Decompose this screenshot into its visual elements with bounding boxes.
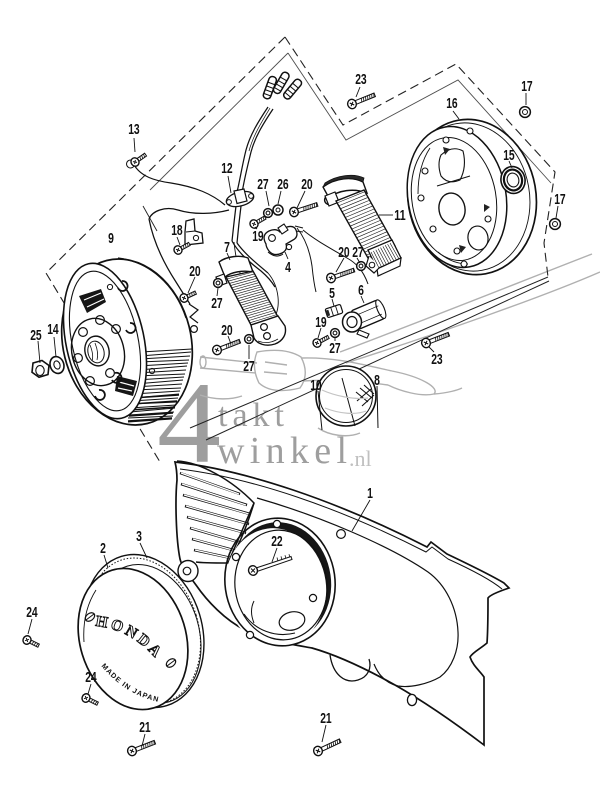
svg-text:22: 22 — [271, 534, 283, 550]
svg-text:27: 27 — [257, 177, 269, 193]
svg-text:27: 27 — [329, 341, 341, 357]
svg-text:13: 13 — [128, 122, 140, 138]
svg-text:19: 19 — [252, 229, 264, 245]
svg-text:23: 23 — [355, 72, 367, 88]
svg-text:3: 3 — [136, 529, 142, 545]
svg-text:27: 27 — [352, 245, 364, 261]
svg-text:16: 16 — [446, 96, 458, 112]
svg-text:2: 2 — [100, 541, 106, 557]
svg-text:10: 10 — [310, 378, 322, 394]
svg-text:winkel: winkel — [217, 430, 347, 472]
svg-text:27: 27 — [243, 359, 255, 375]
svg-text:12: 12 — [221, 161, 233, 177]
svg-text:21: 21 — [320, 711, 332, 727]
svg-text:14: 14 — [47, 322, 59, 338]
svg-text:25: 25 — [30, 328, 42, 344]
svg-text:.nl: .nl — [349, 446, 372, 471]
svg-text:27: 27 — [211, 296, 223, 312]
svg-text:18: 18 — [171, 223, 183, 239]
svg-text:17: 17 — [554, 192, 566, 208]
svg-text:4: 4 — [285, 260, 291, 276]
svg-text:7: 7 — [224, 240, 230, 256]
svg-text:5: 5 — [329, 286, 335, 302]
svg-text:21: 21 — [139, 720, 151, 736]
svg-text:26: 26 — [277, 177, 289, 193]
svg-text:23: 23 — [431, 352, 443, 368]
svg-text:20: 20 — [338, 245, 350, 261]
svg-text:8: 8 — [374, 373, 380, 389]
svg-text:6: 6 — [358, 283, 364, 299]
svg-text:20: 20 — [221, 323, 233, 339]
svg-text:9: 9 — [108, 231, 114, 247]
svg-text:15: 15 — [503, 148, 515, 164]
svg-text:20: 20 — [301, 177, 313, 193]
svg-text:20: 20 — [189, 264, 201, 280]
svg-text:11: 11 — [394, 208, 406, 224]
svg-text:24: 24 — [85, 670, 97, 686]
svg-text:17: 17 — [521, 79, 533, 95]
svg-text:1: 1 — [367, 486, 373, 502]
svg-text:19: 19 — [315, 315, 327, 331]
svg-text:24: 24 — [26, 605, 38, 621]
